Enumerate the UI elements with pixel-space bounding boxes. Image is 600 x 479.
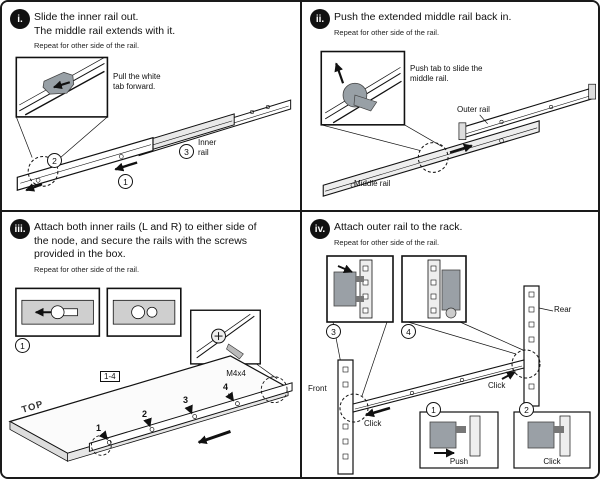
hook-direction-arrow-icon: [337, 264, 353, 273]
step-i-line2: The middle rail extends with it.: [34, 24, 176, 37]
step-iv-badge: iv.: [310, 219, 330, 239]
step-iv-note: Repeat for other side of the rail.: [334, 237, 440, 247]
inner-rail-on-node: [88, 382, 293, 452]
pull-direction-arrow-icon: [52, 80, 71, 90]
zoom-target-circle: [417, 142, 449, 173]
outer-rail: [458, 83, 596, 141]
slide-out-arrow-icon: [114, 161, 138, 172]
hole-position-3: 3: [183, 395, 189, 405]
slide-rail-arrow-icon: [197, 430, 231, 445]
step-ii-badge: ii.: [310, 9, 330, 29]
step-iv-title: Attach outer rail to the rack.: [334, 221, 463, 233]
insert-arrow-front-icon: [365, 406, 391, 418]
click-detail-box: [513, 411, 591, 469]
panel-step-i: i. Slide the inner rail out. The middle …: [2, 2, 302, 212]
push-tab-callout-box: [320, 50, 406, 126]
click-arrow-rear-icon: [501, 371, 516, 380]
panel-iv-illustration: [326, 255, 591, 475]
hook-bracket-callout-box: [326, 255, 394, 323]
panel-i-illustration: [15, 56, 292, 192]
step-iii-title: Attach both inner rails (L and R) to eit…: [34, 221, 257, 261]
zoom-target-circle-rear: [511, 349, 541, 379]
step-iii-badge: iii.: [10, 219, 30, 239]
step-marker-1: 1: [118, 174, 133, 189]
panel-iii-illustration: [8, 287, 293, 462]
screw-size-label: M4x4: [226, 369, 246, 378]
hole-position-4: 4: [223, 382, 229, 392]
thumbscrew-icon: [445, 307, 457, 319]
push-in-arrow-icon: [449, 143, 473, 154]
zoom-target-circle-front: [339, 393, 369, 423]
keyhole-slot-callout-box: [15, 287, 101, 337]
push-label: Push: [449, 457, 469, 466]
panel-step-ii: ii. Push the extended middle rail back i…: [302, 2, 598, 212]
step-i-badge: i.: [10, 9, 30, 29]
step-marker-3: 3: [179, 144, 194, 159]
panel-step-iii: iii. Attach both inner rails (L and R) t…: [2, 212, 302, 477]
step-marker-2: 2: [519, 402, 534, 417]
panel-step-iv: iv. Attach outer rail to the rack. Repea…: [302, 212, 598, 477]
rear-label: Rear: [554, 305, 572, 314]
panel-ii-illustration: [320, 50, 596, 197]
click-label-detail: Click: [543, 457, 561, 466]
hole-position-1: 1: [96, 423, 102, 433]
step-iii-note: Repeat for other side of the rail.: [34, 264, 140, 274]
push-detail-box: [419, 411, 499, 469]
outer-rail-leader-line: [479, 114, 488, 125]
zoom-target-circle: [27, 156, 59, 187]
step-ii-title: Push the extended middle rail back in.: [334, 11, 512, 23]
rear-rack-post: [523, 285, 540, 407]
screw-position-arrows: [98, 391, 235, 441]
screw-callout-box: [190, 309, 261, 365]
step-i-text: Slide the inner rail out. The middle rai…: [34, 11, 274, 50]
click-label-rear: Click: [488, 381, 506, 390]
step-marker-1: 1: [426, 402, 441, 417]
rear-leader-line: [538, 307, 554, 312]
latch-bracket-callout-box: [401, 255, 467, 323]
middle-rail-label: Middle rail: [354, 179, 391, 188]
step-iii-text: Attach both inner rails (L and R) to eit…: [34, 221, 260, 274]
front-label: Front: [308, 384, 327, 393]
step-i-note: Repeat for other side of the rail.: [34, 41, 140, 51]
step-marker-1: 1: [15, 338, 30, 353]
callout-text: Push tab to slide the middle rail.: [410, 64, 483, 83]
rail-assembly: [16, 99, 292, 191]
outer-rail: [352, 359, 525, 413]
inner-rail-label: Inner rail: [198, 138, 217, 157]
screwdriver-tip: [226, 343, 244, 360]
step-i-line1: Slide the inner rail out.: [34, 11, 139, 23]
step-ii-text: Push the extended middle rail back in. R…: [334, 11, 584, 37]
rail-bracket: [333, 271, 357, 307]
step-marker-3: 3: [326, 324, 341, 339]
slide-out-arrow-2-icon: [25, 183, 43, 192]
step-marker-2: 2: [47, 153, 62, 168]
step-ii-note: Repeat for other side of the rail.: [334, 27, 440, 37]
step-iv-text: Attach outer rail to the rack. Repeat fo…: [334, 221, 584, 247]
click-label-front: Click: [364, 419, 382, 428]
outer-rail-label: Outer rail: [457, 105, 490, 114]
white-tab-callout-box: [15, 56, 109, 118]
hole-position-2: 2: [142, 409, 148, 419]
middle-rail-assembly: [322, 120, 540, 197]
callout-text: Pull the white tab forward.: [113, 72, 161, 91]
latch-bracket: [441, 269, 461, 311]
hole-range-label: 1-4: [100, 371, 120, 382]
zoom-target-circle-left: [90, 434, 112, 456]
front-rack-post: [337, 359, 354, 475]
push-direction-arrow-icon: [334, 62, 345, 84]
step-i-title: Slide the inner rail out. The middle rai…: [34, 11, 274, 38]
step-marker-4: 4: [401, 324, 416, 339]
double-hole-callout-box: [106, 287, 182, 337]
